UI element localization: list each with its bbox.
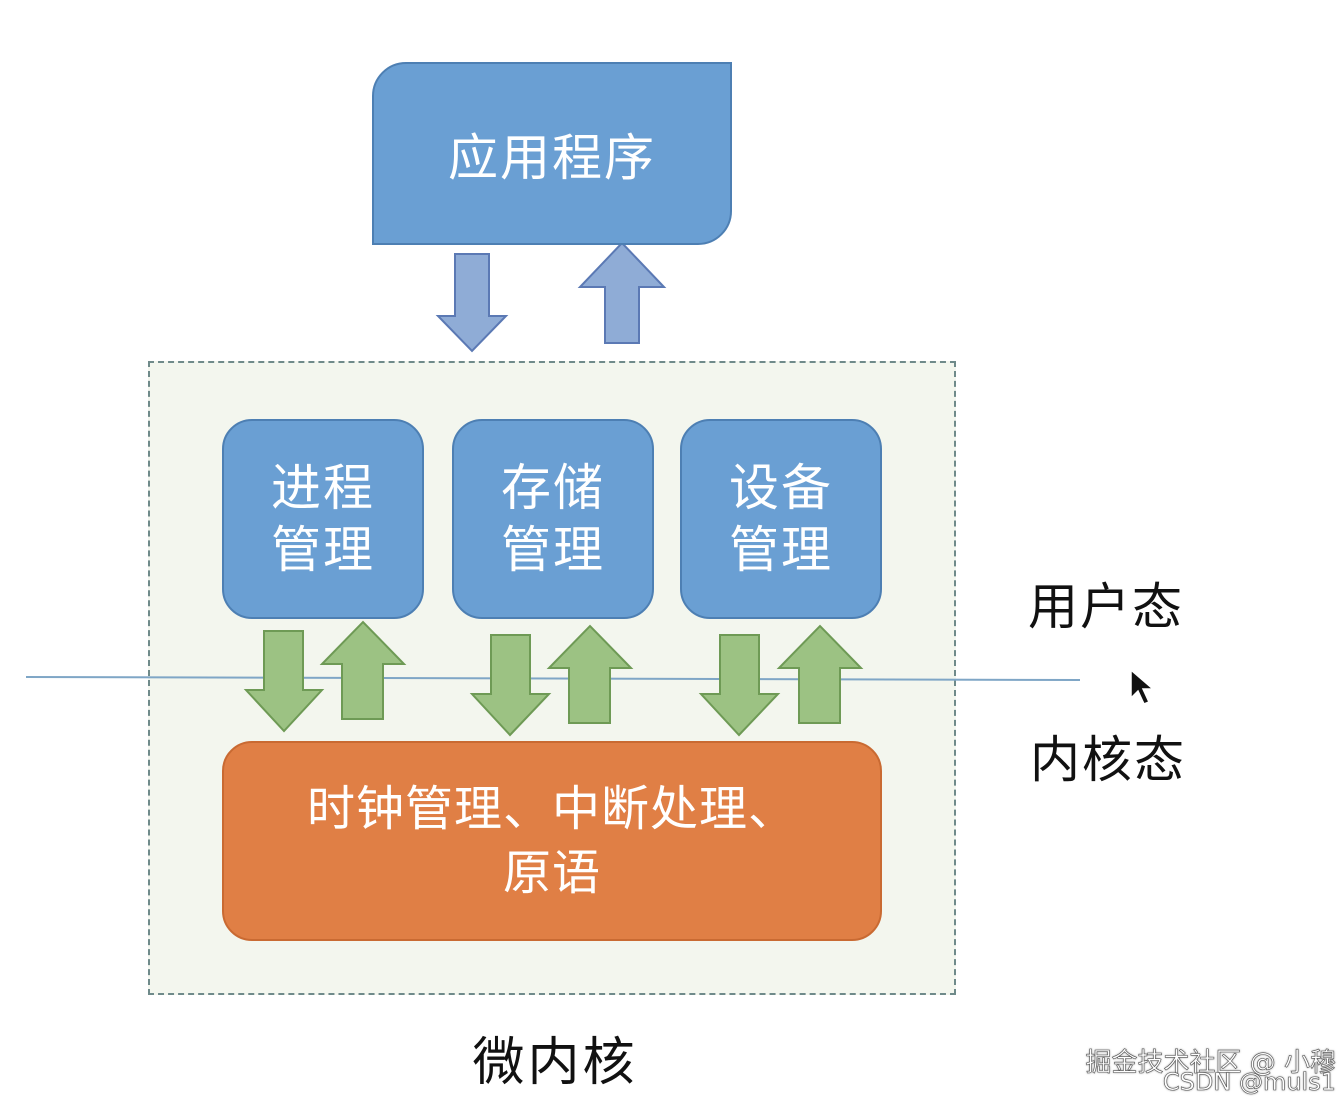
- process-management-line2: 管理: [271, 521, 375, 579]
- mode-divider-line: [25, 676, 1081, 681]
- storage-management-line2: 管理: [501, 521, 605, 579]
- arrow-process-up: [319, 620, 407, 720]
- mouse-cursor-icon: [1130, 668, 1156, 705]
- arrow-storage-down: [469, 634, 552, 737]
- device-management-line2: 管理: [729, 521, 833, 579]
- kernel-core-line1: 时钟管理、中断处理、: [306, 781, 797, 837]
- process-management-box: 进程 管理: [222, 419, 424, 619]
- arrow-process-down: [243, 630, 325, 733]
- application-box: 应用程序: [372, 62, 732, 245]
- microkernel-title: 微内核: [472, 1033, 638, 1093]
- kernel-core-line2: 原语: [502, 845, 601, 901]
- watermark-csdn: CSDN @muls1: [1162, 1068, 1337, 1097]
- kernel-core-box: 时钟管理、中断处理、 原语: [222, 741, 882, 941]
- arrow-device-down: [698, 634, 781, 737]
- arrow-app-down: [435, 253, 509, 353]
- device-management-box: 设备 管理: [680, 419, 882, 619]
- user-mode-label: 用户态: [1028, 578, 1184, 636]
- process-management-line1: 进程: [271, 459, 375, 517]
- storage-management-box: 存储 管理: [452, 419, 654, 619]
- storage-management-line1: 存储: [501, 459, 605, 517]
- device-management-line1: 设备: [729, 459, 833, 517]
- arrow-app-up: [577, 241, 667, 344]
- kernel-mode-label: 内核态: [1030, 731, 1186, 789]
- arrow-device-up: [776, 624, 864, 724]
- arrow-storage-up: [546, 624, 634, 724]
- watermark-juejin: 掘金技术社区 @ 小穆: [1085, 1048, 1336, 1079]
- application-label: 应用程序: [448, 128, 656, 187]
